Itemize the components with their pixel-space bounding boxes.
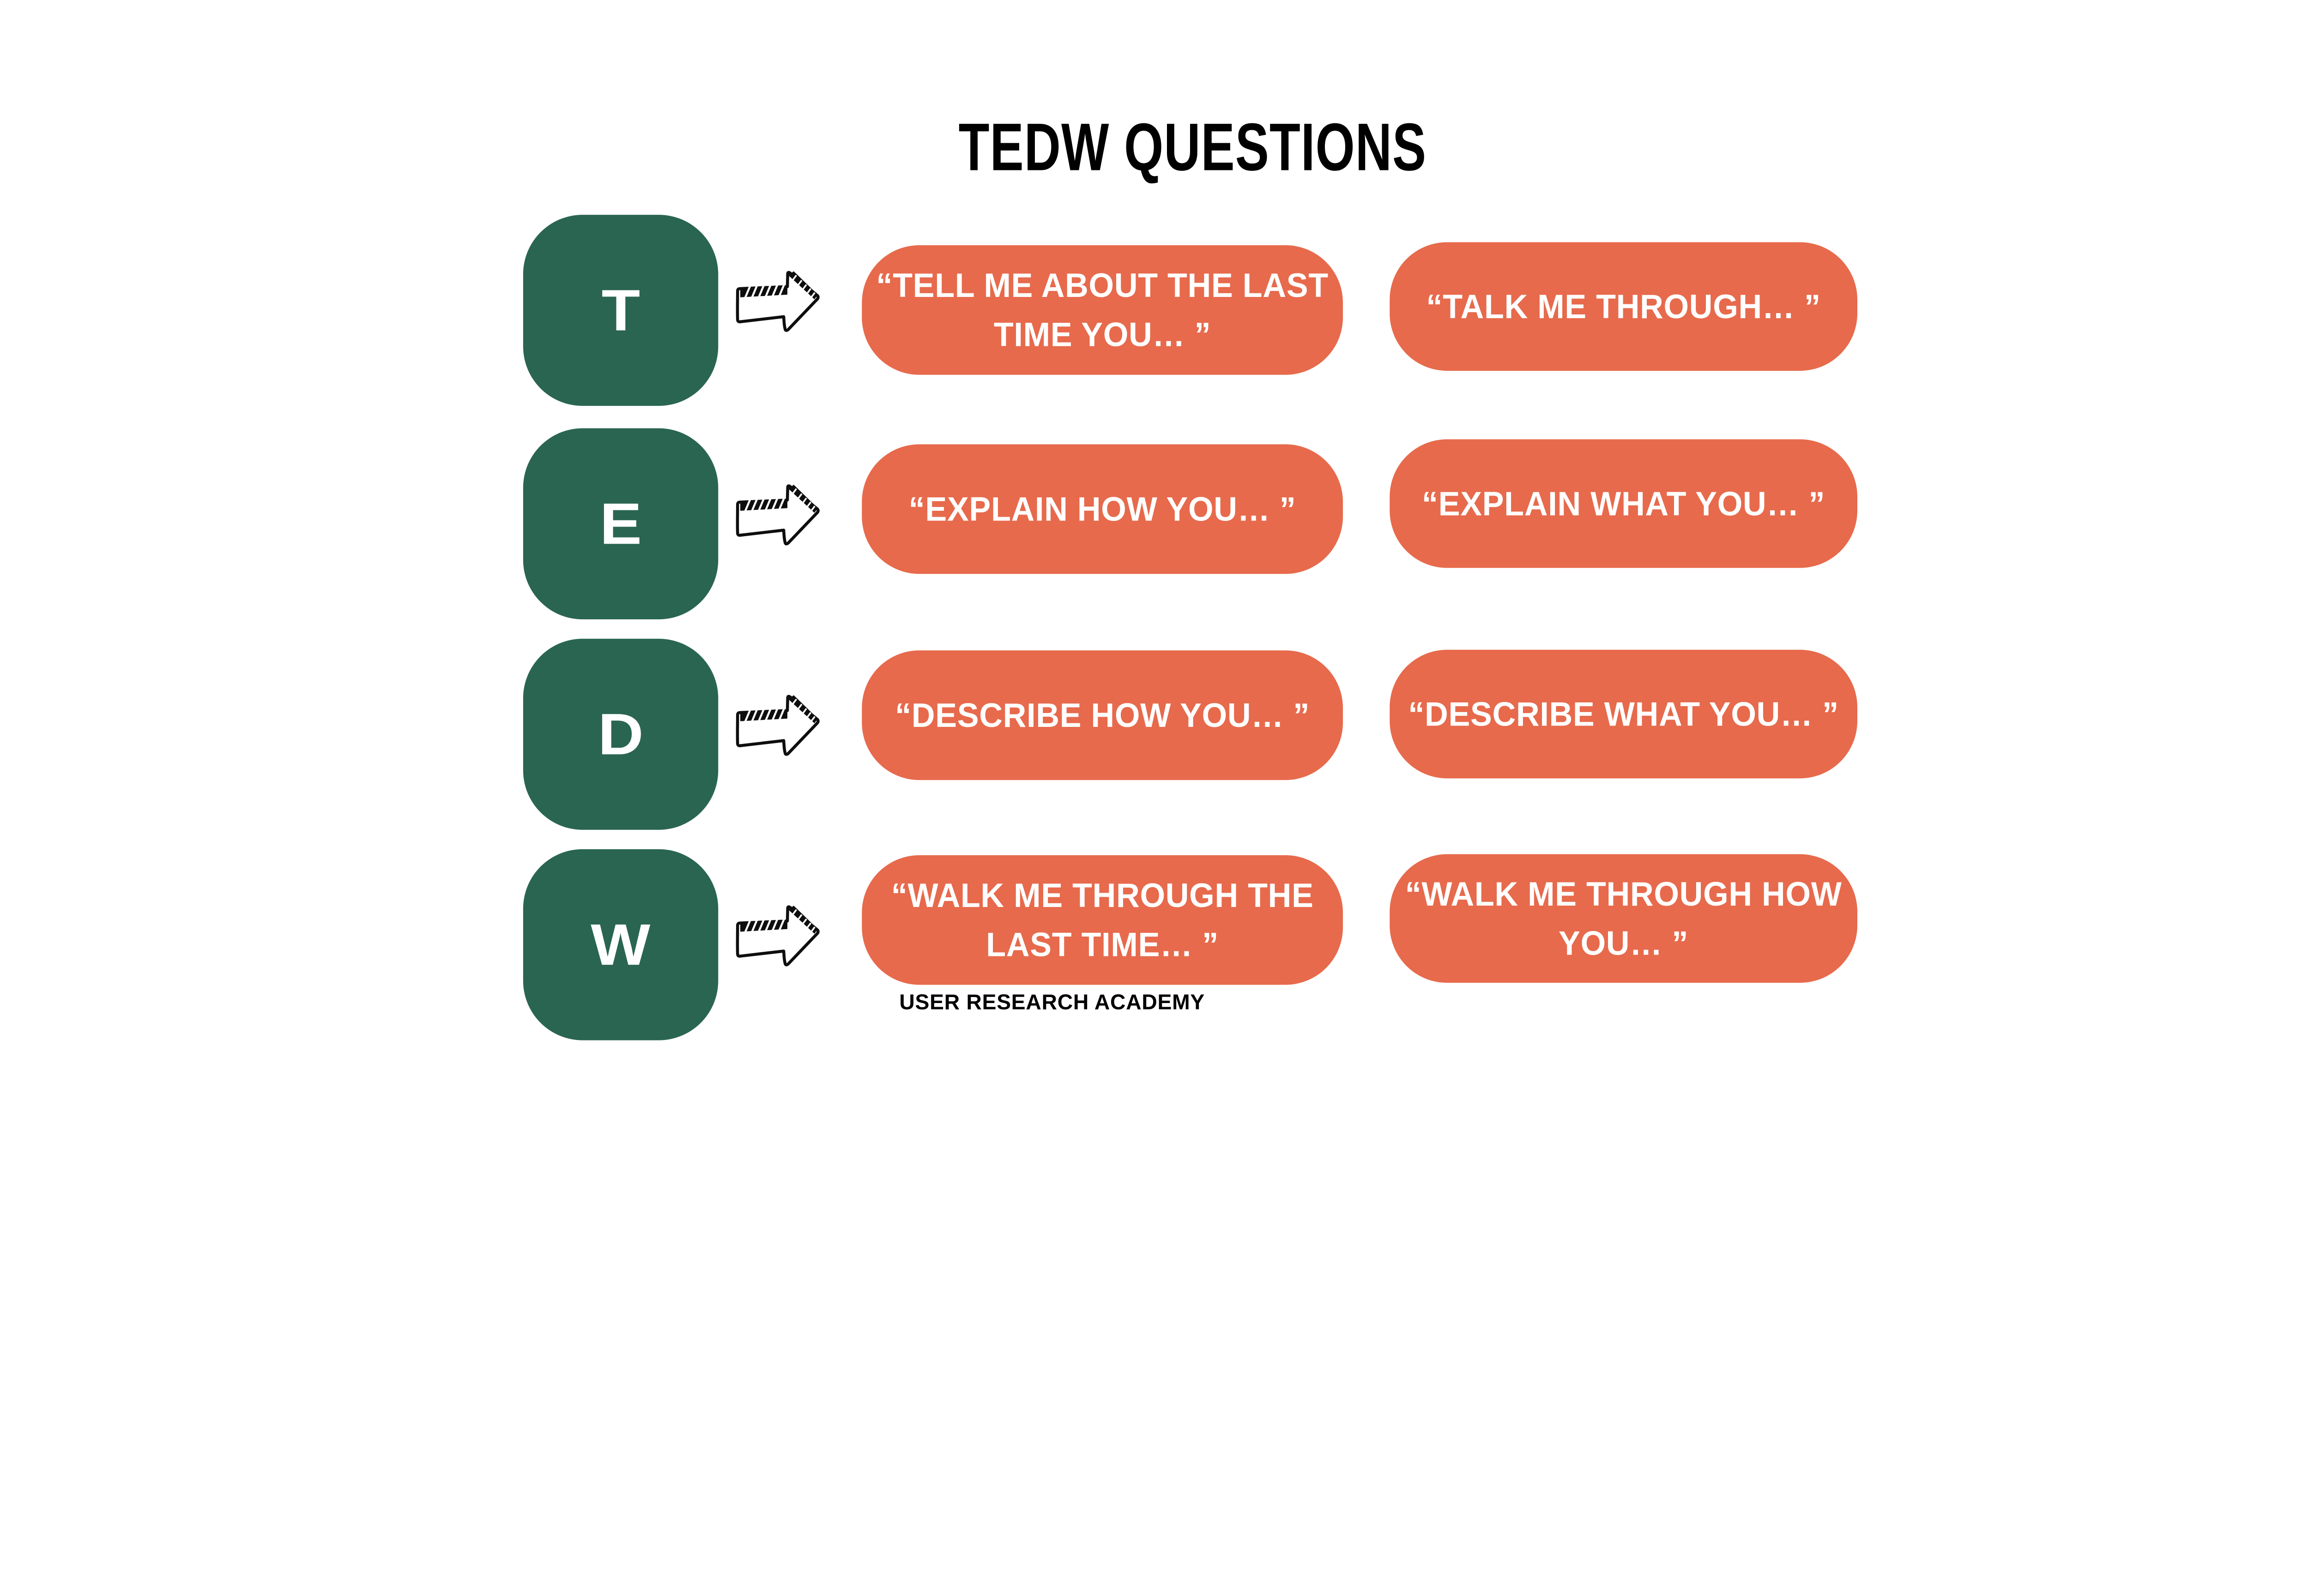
question-pill: “DESCRIBE HOW YOU… ” [862,650,1343,780]
arrow-icon [736,271,820,332]
letter-tile-e: E [523,428,719,620]
letter-tile-w: W [523,849,719,1040]
question-text: “WALK ME THROUGH HOW YOU… ” [1405,875,1842,962]
arrow-icon [736,905,820,967]
arrow-icon [736,484,820,545]
question-pill: “WALK ME THROUGH THE LAST TIME… ” [862,855,1343,985]
question-pill: “DESCRIBE WHAT YOU… ” [1390,649,1857,779]
letter-tile-label: T [601,278,640,343]
page-title-text: TEDW QUESTIONS [958,109,1427,185]
question-pill: “TALK ME THROUGH… ” [1390,242,1857,371]
letter-tile-t: T [523,215,719,406]
question-pill: “WALK ME THROUGH HOW YOU… ” [1390,854,1857,983]
letter-tile-d: D [523,639,719,830]
question-pill: “TELL ME ABOUT THE LAST TIME YOU… ” [862,245,1343,375]
question-pill: “EXPLAIN HOW YOU… ” [862,444,1343,574]
letter-tile-label: W [591,912,651,978]
question-text: “TELL ME ABOUT THE LAST TIME YOU… ” [876,266,1329,354]
question-text: “DESCRIBE WHAT YOU… ” [1408,695,1839,733]
page-title: TEDW QUESTIONS [909,109,1477,185]
tedw-infographic: TEDW QUESTIONS T “TELL ME ABOUT THE LAST… [523,109,1857,1040]
question-text: “EXPLAIN WHAT YOU… ” [1421,484,1825,523]
question-text: “EXPLAIN HOW YOU… ” [908,490,1296,528]
question-pill: “EXPLAIN WHAT YOU… ” [1390,439,1857,568]
question-text: “DESCRIBE HOW YOU… ” [895,696,1310,734]
letter-tile-label: D [598,701,644,767]
question-text: “WALK ME THROUGH THE LAST TIME… ” [891,876,1314,964]
arrow-icon [736,695,820,756]
letter-tile-label: E [599,491,642,556]
question-text: “TALK ME THROUGH… ” [1426,287,1821,326]
footer-credit: USER RESEARCH ACADEMY [899,990,1205,1014]
